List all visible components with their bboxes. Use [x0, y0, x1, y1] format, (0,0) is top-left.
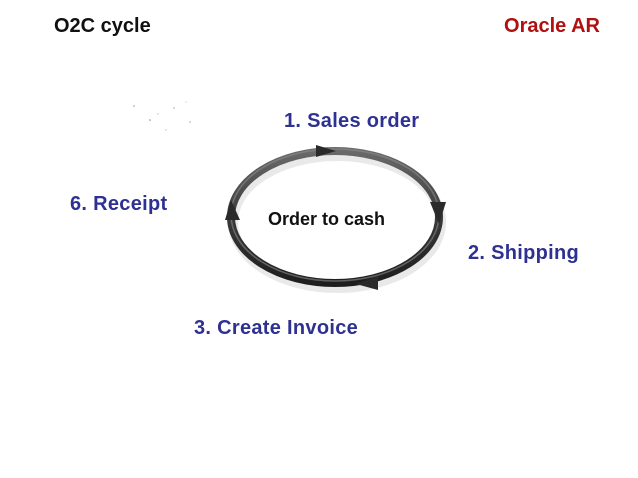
arrow-down-icon — [430, 202, 446, 224]
arrow-up-icon — [225, 200, 240, 220]
center-label: Order to cash — [268, 209, 386, 229]
arrow-left-icon — [356, 276, 378, 290]
decorative-specks — [133, 101, 191, 131]
step-sales-order: 1. Sales order — [284, 110, 420, 132]
arrow-right-icon — [316, 145, 336, 157]
cycle-ring — [225, 145, 446, 293]
step-receipt: 6. Receipt — [70, 193, 168, 215]
slide-title: O2C cycle — [54, 15, 151, 37]
step-create-invoice: 3. Create Invoice — [194, 317, 359, 339]
step-shipping: 2. Shipping — [468, 242, 580, 264]
product-title: Oracle AR — [504, 15, 600, 37]
